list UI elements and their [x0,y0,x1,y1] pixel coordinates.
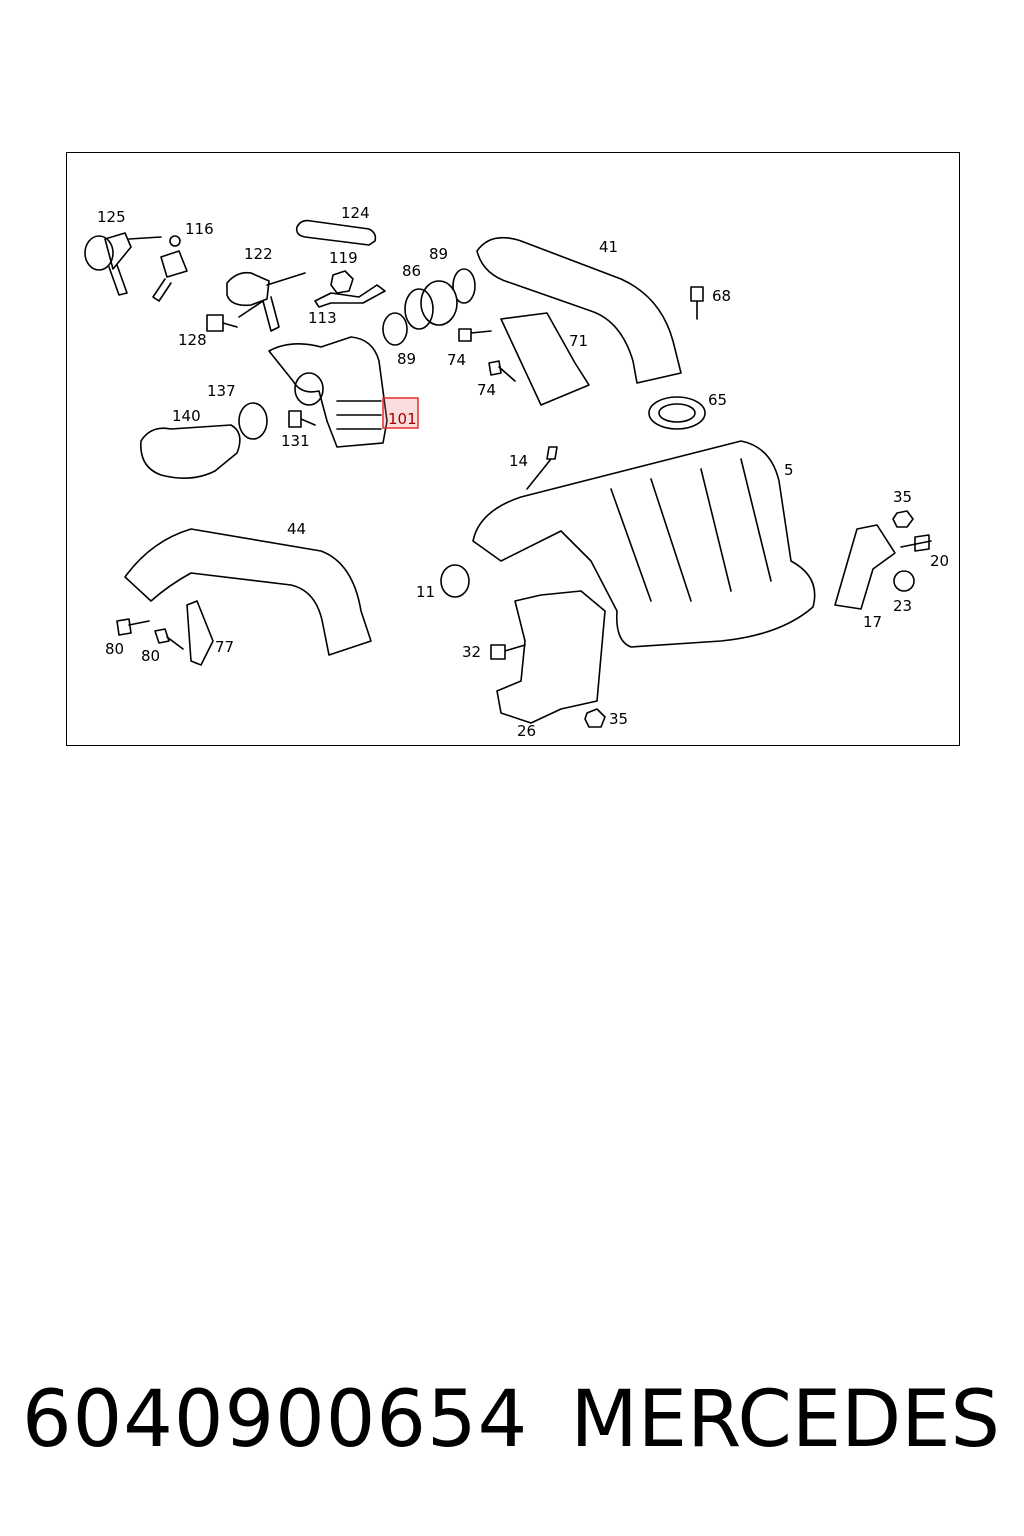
manifold-runner-lines-shape [610,458,772,602]
callout-41: 41 [599,238,618,256]
nut-119-shape [330,270,354,294]
callout-17: 17 [863,613,882,631]
callout-86: 86 [402,262,421,280]
bracket-116-shape [152,235,188,302]
bolt-80b-shape [154,628,184,650]
nut-35-shape [892,510,914,528]
callout-89: 89 [429,245,448,263]
callout-74: 74 [477,381,496,399]
bracket-26-shape [496,590,606,724]
throttle-housing-101-shape [268,336,388,448]
nut-35b-shape [584,708,606,728]
intake-pipe-44-shape [124,528,372,656]
callout-122: 122 [244,245,273,263]
callout-20: 20 [930,552,949,570]
callout-32: 32 [462,643,481,661]
callout-labels: 125 116 124 122 119 89 86 41 113 68 128 89 74 71 74 137… [97,204,949,740]
callout-77: 77 [215,638,234,656]
seal-11-shape [440,564,470,598]
callout-125: 125 [97,208,126,226]
bolt-32-shape [490,644,526,660]
callout-89: 89 [397,350,416,368]
clamp-137-shape [238,402,268,440]
parts-diagram: 125 116 124 122 119 89 86 41 113 68 128 89 74 71 74 137… [66,152,960,746]
vacuum-actuator-shape [84,232,162,296]
callout-116: 116 [185,220,214,238]
plug-128-shape [206,314,238,332]
callout-137: 137 [207,382,236,400]
highlight-box [382,397,419,429]
bracket-17-shape [834,524,896,610]
callout-35: 35 [893,488,912,506]
exploded-view-drawing: 125 116 124 122 119 89 86 41 113 68 128 89 74 71 74 137… [84,204,949,740]
callout-80: 80 [141,647,160,665]
bolt-80-shape [116,618,150,636]
bracket-71-shape [500,312,590,406]
brand-name: MERCEDES [570,1375,1001,1465]
part-number: 6040900654 [22,1375,529,1465]
gasket-65-shape [648,396,706,430]
intake-pipe-41-shape [476,236,682,384]
caption-bar: 6040900654 MERCEDES [0,1365,1024,1475]
bolt-74-shape [458,328,492,342]
bracket-77-shape [186,600,214,666]
callout-14: 14 [509,452,528,470]
callout-71: 71 [569,332,588,350]
highlighted-callout-101: 101 [388,410,417,428]
bracket-113-shape [314,284,386,308]
bolt-74b-shape [488,360,516,382]
callout-44: 44 [287,520,306,538]
valve-122-shape [226,271,306,332]
gaskets-86-89-shape [382,268,476,346]
part-shapes [84,219,932,728]
callout-26: 26 [517,722,536,740]
callout-35: 35 [609,710,628,728]
bolt-20-shape [900,534,932,552]
gasket-65-inner-shape [658,403,696,423]
grommet-23-shape [893,570,915,592]
callout-65: 65 [708,391,727,409]
bolt-14-shape [526,446,558,490]
callout-131: 131 [281,432,310,450]
callout-124: 124 [341,204,370,222]
callout-113: 113 [308,309,337,327]
sensor-131-shape [288,410,316,428]
callout-23: 23 [893,597,912,615]
sensor-68-shape [690,286,704,320]
callout-11: 11 [416,583,435,601]
callout-5: 5 [784,461,794,479]
callout-74: 74 [447,351,466,369]
callout-119: 119 [329,249,358,267]
hose-140-shape [140,424,241,479]
shield-124-shape [295,219,377,246]
callout-68: 68 [712,287,731,305]
callout-128: 128 [178,331,207,349]
intake-manifold-5-shape [472,440,816,648]
callout-140: 140 [172,407,201,425]
callout-80: 80 [105,640,124,658]
